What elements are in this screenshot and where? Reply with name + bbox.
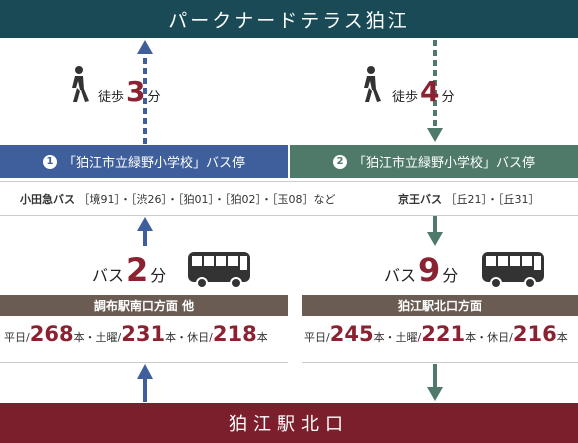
weekday-count: 245 [329, 322, 374, 346]
arrow-up-icon [137, 40, 153, 144]
walking-person-icon [72, 66, 89, 102]
walk-unit: 分 [441, 90, 455, 105]
odakyu-routes: 小田急バス ［境91］・［渋26］・［狛01］・［狛02］・［玉08］など [20, 191, 335, 207]
weekday-count: 268 [29, 322, 74, 346]
walk-minutes: 3 [126, 75, 146, 108]
saturday-count: 221 [421, 322, 466, 346]
direction-label: 調布駅南口方面 他 [93, 299, 195, 313]
stop-number-badge: 2 [332, 154, 347, 169]
arrow-up-icon [137, 364, 153, 402]
arrow-up-icon [137, 217, 153, 246]
stop-name: 「狛江市立緑野小学校」バス停 [62, 156, 245, 171]
walk-unit: 分 [147, 90, 161, 105]
arrow-down-icon [427, 364, 443, 401]
count-unit: 本 [256, 331, 268, 344]
bus-minutes: 9 [418, 251, 441, 289]
bus-routes-row: 小田急バス ［境91］・［渋26］・［狛01］・［狛02］・［玉08］など 京王… [0, 181, 578, 216]
saturday-label: 本・土曜/ [373, 331, 422, 344]
bus-icon [188, 252, 250, 289]
walk-label: 徒歩 [392, 90, 419, 105]
destination-banner: パークナードテラス狛江 [0, 0, 578, 38]
holiday-label: 本・休日/ [465, 331, 513, 344]
destination-title: パークナードテラス狛江 [168, 9, 410, 32]
frequency-1: 平日/ 268 本・土曜/ 231 本・休日/ 218 本 [4, 322, 268, 362]
arrow-down-icon [427, 40, 443, 142]
direction-label: 狛江駅北口方面 [397, 299, 482, 313]
divider [302, 362, 578, 363]
bus-time-2: バス 9 分 [384, 254, 458, 286]
bus-stop-1: 1 「狛江市立緑野小学校」バス停 [0, 145, 288, 178]
weekday-label: 平日/ [4, 331, 30, 344]
operator-keio: 京王バス [398, 193, 442, 206]
holiday-label: 本・休日/ [165, 331, 213, 344]
walking-person-icon [364, 66, 381, 102]
frequency-2: 平日/ 245 本・土曜/ 221 本・休日/ 216 本 [304, 322, 568, 362]
station-banner: 狛江駅北口 [0, 403, 578, 443]
count-unit: 本 [556, 331, 568, 344]
station-title: 狛江駅北口 [229, 414, 349, 435]
direction-bar-1: 調布駅南口方面 他 [0, 295, 288, 316]
operator-odakyu: 小田急バス [20, 193, 75, 206]
keio-routes: 京王バス ［丘21］・［丘31］ [398, 191, 540, 207]
divider [0, 362, 288, 363]
walk-label: 徒歩 [98, 90, 125, 105]
bus-stop-2: 2 「狛江市立緑野小学校」バス停 [290, 145, 578, 178]
arrow-down-icon [427, 215, 443, 246]
bus-minutes: 2 [126, 251, 149, 289]
weekday-label: 平日/ [304, 331, 330, 344]
walk-minutes: 4 [420, 75, 440, 108]
bus-unit: 分 [150, 266, 167, 285]
stop-name: 「狛江市立緑野小学校」バス停 [352, 156, 535, 171]
holiday-count: 218 [212, 322, 257, 346]
saturday-label: 本・土曜/ [73, 331, 122, 344]
bus-label: バス [92, 266, 125, 285]
holiday-count: 216 [512, 322, 557, 346]
odakyu-lines: ［境91］・［渋26］・［狛01］・［狛02］・［玉08］など [78, 193, 336, 206]
bus-unit: 分 [442, 266, 459, 285]
direction-bar-2: 狛江駅北口方面 [302, 295, 578, 316]
bus-icon [482, 252, 544, 289]
saturday-count: 231 [121, 322, 166, 346]
bus-time-1: バス 2 分 [92, 254, 166, 286]
keio-lines: ［丘21］・［丘31］ [445, 193, 540, 206]
walk-time-1: 徒歩 3 分 [98, 78, 161, 106]
walk-time-2: 徒歩 4 分 [392, 78, 455, 106]
stop-number-badge: 1 [42, 154, 57, 169]
bus-label: バス [384, 266, 417, 285]
